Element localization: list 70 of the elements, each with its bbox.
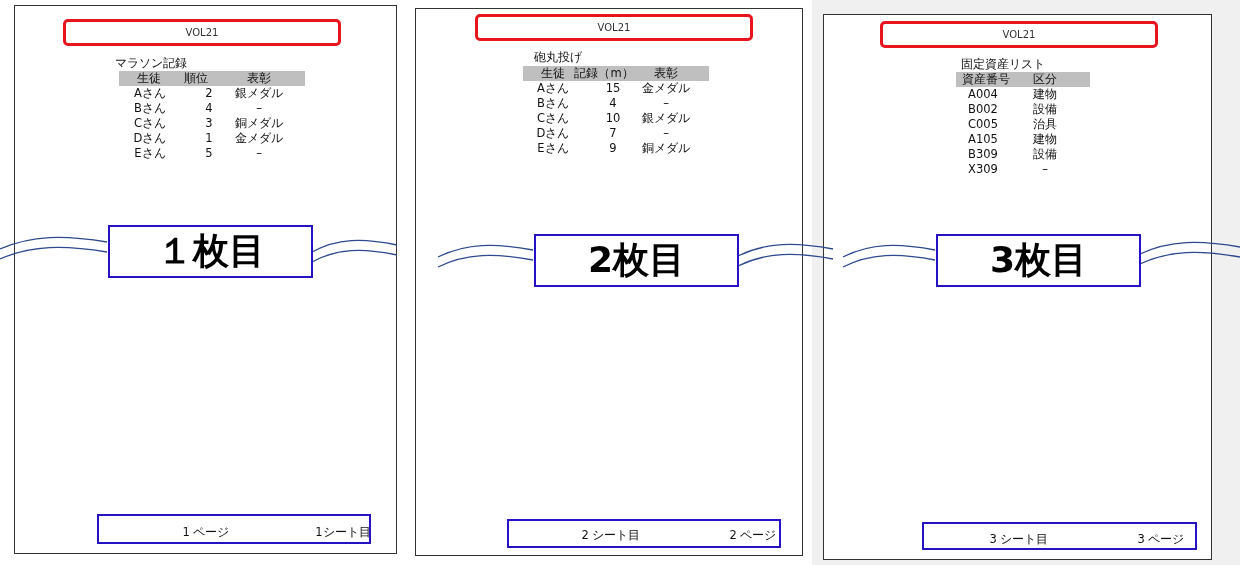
column-header: 記録（m） bbox=[574, 65, 634, 81]
table-text: Cさん bbox=[134, 115, 166, 131]
table-text: 銀メダル bbox=[235, 85, 283, 101]
table-text: Cさん bbox=[537, 110, 569, 126]
table-text: A105 bbox=[968, 132, 998, 146]
table-text: – bbox=[663, 96, 669, 110]
table-text: 設備 bbox=[1033, 146, 1057, 162]
footer-text: 2 シート目 bbox=[581, 527, 641, 543]
table-text: – bbox=[663, 126, 669, 140]
header-box: VOL21 bbox=[880, 21, 1158, 48]
table-title: 固定資産リスト bbox=[961, 56, 1045, 72]
column-header: 生徒 bbox=[137, 70, 161, 86]
table-text: 金メダル bbox=[642, 80, 690, 96]
table-text: B002 bbox=[968, 102, 998, 116]
footer-text: 1 ページ bbox=[182, 524, 230, 540]
footer-text: 1シート目 bbox=[315, 524, 371, 540]
table-text: Dさん bbox=[133, 130, 167, 146]
footer-text: 3 シート目 bbox=[989, 531, 1049, 547]
table-text: C005 bbox=[968, 117, 998, 131]
page-sheet bbox=[823, 14, 1212, 560]
table-text: Aさん bbox=[134, 85, 166, 101]
table-text: – bbox=[256, 146, 262, 160]
footer-text: 3 ページ bbox=[1137, 531, 1185, 547]
table-text: 3 bbox=[205, 116, 213, 130]
table-text: Dさん bbox=[536, 125, 570, 141]
column-header: 表彰 bbox=[247, 70, 271, 86]
sheet-number-box: １枚目 bbox=[108, 225, 313, 278]
table-text: Eさん bbox=[134, 145, 166, 161]
table-text: Bさん bbox=[134, 100, 166, 116]
table-text: 銀メダル bbox=[642, 110, 690, 126]
column-header: 生徒 bbox=[541, 65, 565, 81]
table-text: X309 bbox=[968, 162, 998, 176]
table-text: 15 bbox=[605, 81, 621, 95]
table-text: Bさん bbox=[537, 95, 569, 111]
table-text: 金メダル bbox=[235, 130, 283, 146]
footer-box bbox=[507, 519, 781, 548]
table-text: 治具 bbox=[1033, 116, 1057, 132]
table-text: 銅メダル bbox=[235, 115, 283, 131]
header-box: VOL21 bbox=[475, 14, 753, 41]
table-text: Aさん bbox=[537, 80, 569, 96]
column-header: 順位 bbox=[184, 70, 208, 86]
table-text: 10 bbox=[605, 111, 621, 125]
header-box: VOL21 bbox=[63, 19, 341, 46]
page-sheet bbox=[415, 8, 803, 556]
table-text: – bbox=[256, 101, 262, 115]
sheet-number-box: 3枚目 bbox=[936, 234, 1141, 287]
sheet-number-box: 2枚目 bbox=[534, 234, 739, 287]
table-text: B309 bbox=[968, 147, 998, 161]
table-text: 4 bbox=[205, 101, 213, 115]
table-text: 建物 bbox=[1033, 86, 1057, 102]
page-sheet bbox=[14, 5, 397, 554]
table-text: Eさん bbox=[537, 140, 569, 156]
footer-box bbox=[922, 522, 1197, 550]
column-header: 表彰 bbox=[654, 65, 678, 81]
table-text: 建物 bbox=[1033, 131, 1057, 147]
table-text: 4 bbox=[609, 96, 617, 110]
table-text: 銅メダル bbox=[642, 140, 690, 156]
column-header: 区分 bbox=[1033, 71, 1057, 87]
column-header: 資産番号 bbox=[962, 71, 1010, 87]
footer-box bbox=[97, 514, 371, 544]
table-title: マラソン記録 bbox=[115, 55, 187, 71]
table-text: 2 bbox=[205, 86, 213, 100]
table-text: A004 bbox=[968, 87, 998, 101]
table-text: 7 bbox=[609, 126, 617, 140]
table-text: 設備 bbox=[1033, 101, 1057, 117]
footer-text: 2 ページ bbox=[729, 527, 777, 543]
table-text: 1 bbox=[205, 131, 213, 145]
table-text: 9 bbox=[609, 141, 617, 155]
table-text: – bbox=[1042, 162, 1048, 176]
table-text: 5 bbox=[205, 146, 213, 160]
